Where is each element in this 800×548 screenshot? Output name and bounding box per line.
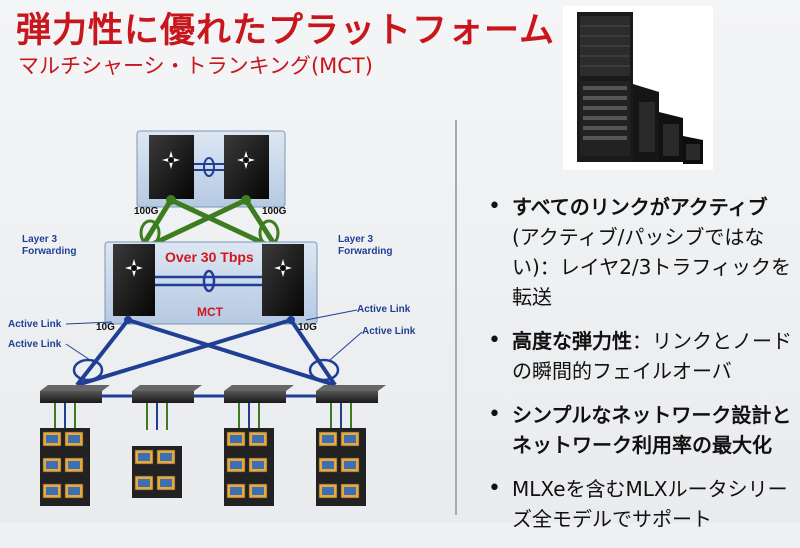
active-link-label-2: Active Link bbox=[8, 339, 62, 350]
bullet-strong: 高度な弾力性 bbox=[512, 329, 632, 353]
bullet-item: 高度な弾力性：リンクとノードの瞬間的フェイルオーバ bbox=[484, 326, 794, 386]
active-link-label-3: Active Link bbox=[357, 304, 411, 315]
mct-switch-left bbox=[113, 244, 155, 316]
layer3-left-line2: Forwarding bbox=[22, 246, 76, 257]
blue-links bbox=[75, 318, 337, 387]
tor-switches bbox=[40, 385, 386, 403]
link-label-top-left: 100G bbox=[134, 206, 159, 217]
server-rack-icon bbox=[40, 428, 90, 506]
server-uplinks bbox=[54, 403, 352, 430]
link-label-top-right: 100G bbox=[262, 206, 287, 217]
active-link-label-4: Active Link bbox=[362, 326, 416, 337]
bullet-item: MLXeを含むMLXルータシリーズ全モデルでサポート bbox=[484, 474, 794, 534]
bullet-text: (アクティブ/パッシブではない)：レイヤ2/3トラフィックを転送 bbox=[512, 225, 791, 309]
slide-subtitle: マルチシャーシ・トランキング(MCT) bbox=[18, 54, 373, 78]
mct-network-diagram: 100G 100G Layer 3 Forwarding Layer 3 For… bbox=[8, 130, 416, 523]
layer3-right-line1: Layer 3 bbox=[338, 234, 373, 245]
server-rack-icon bbox=[224, 428, 274, 506]
bullet-strong: シンプルなネットワーク設計とネットワーク利用率の最大化 bbox=[512, 403, 792, 457]
server-rack-icon bbox=[132, 446, 182, 498]
server-rack-icon bbox=[316, 428, 366, 506]
link-label-mid-right: 10G bbox=[298, 322, 317, 333]
bullet-text: MLXeを含むMLXルータシリーズ全モデルでサポート bbox=[512, 477, 788, 531]
mct-label: MCT bbox=[197, 305, 224, 319]
bullet-strong: すべてのリンクがアクティブ bbox=[512, 195, 768, 219]
link-label-mid-left: 10G bbox=[96, 322, 115, 333]
bullet-item: すべてのリンクがアクティブ (アクティブ/パッシブではない)：レイヤ2/3トラフ… bbox=[484, 192, 794, 312]
divider-line bbox=[455, 120, 457, 515]
active-link-label-1: Active Link bbox=[8, 319, 62, 330]
layer3-left-line1: Layer 3 bbox=[22, 234, 57, 245]
chassis-photo bbox=[563, 6, 713, 170]
feature-bullet-list: すべてのリンクがアクティブ (アクティブ/パッシブではない)：レイヤ2/3トラフ… bbox=[484, 192, 794, 548]
slide-title: 弾力性に優れたプラットフォーム bbox=[16, 11, 555, 51]
throughput-label: Over 30 Tbps bbox=[165, 249, 254, 265]
layer3-right-line2: Forwarding bbox=[338, 246, 392, 257]
bullet-item: シンプルなネットワーク設計とネットワーク利用率の最大化 bbox=[484, 400, 794, 460]
bullet-text: ：リンクとノードの瞬間的フェイルオーバ bbox=[512, 329, 792, 383]
mct-switch-right bbox=[262, 244, 304, 316]
